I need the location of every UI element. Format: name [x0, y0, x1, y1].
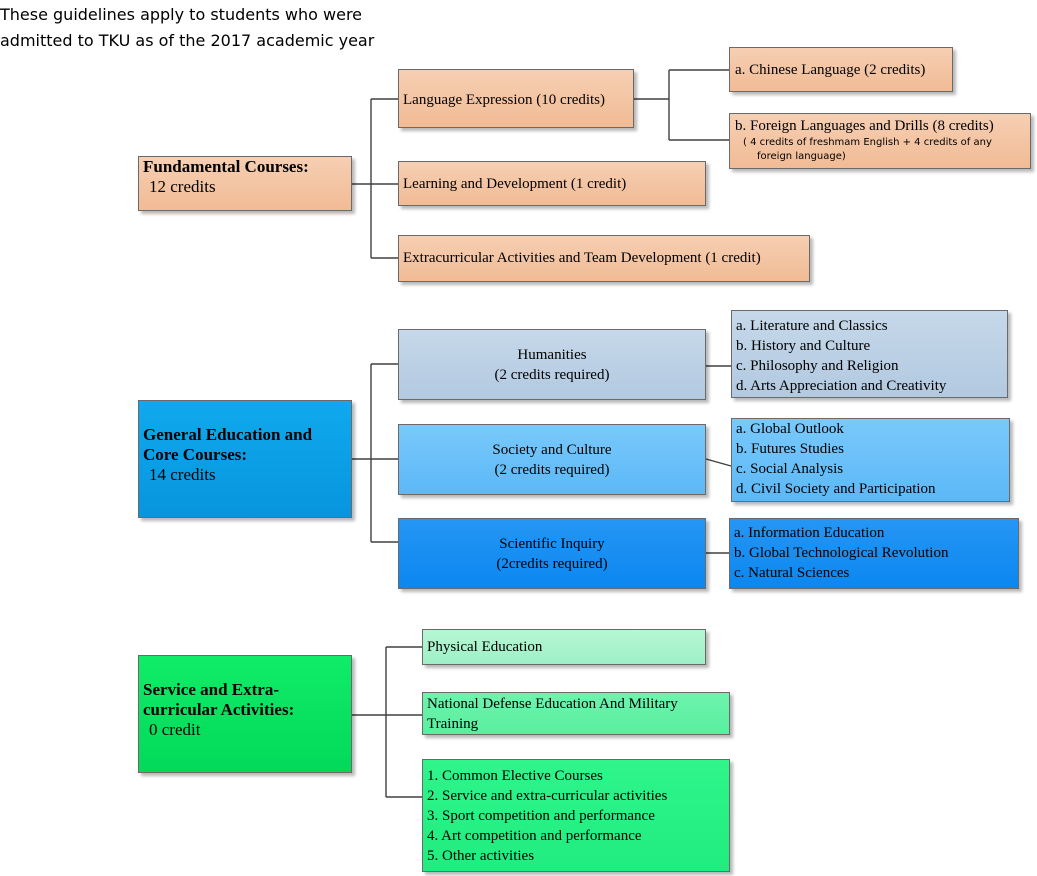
- society-culture-item: a. Global Outlook: [736, 421, 844, 437]
- society-culture-list-box: a. Global Outlook b. Futures Studies c. …: [731, 418, 1010, 502]
- humanities-item: d. Arts Appreciation and Creativity: [736, 378, 947, 394]
- service-activities-credits: 0 credit: [149, 720, 201, 739]
- foreign-languages-note-line1: ( 4 credits of freshmam English + 4 cred…: [743, 137, 992, 148]
- elective-item: 1. Common Elective Courses: [427, 768, 603, 784]
- scientific-inquiry-item: a. Information Education: [734, 525, 885, 541]
- national-defense-box: National Defense Education And Military …: [422, 692, 730, 735]
- service-activities-box: Service and Extra- curricular Activities…: [138, 655, 352, 773]
- humanities-box: Humanities (2 credits required): [398, 329, 706, 400]
- society-culture-item: d. Civil Society and Participation: [736, 481, 936, 497]
- society-culture-box: Society and Culture (2 credits required): [398, 424, 706, 495]
- service-activities-title-line2: curricular Activities:: [143, 700, 295, 719]
- extracurricular-team-label: Extracurricular Activities and Team Deve…: [403, 250, 761, 266]
- national-defense-label-line2: Training: [427, 716, 479, 732]
- elective-item: 5. Other activities: [427, 848, 535, 864]
- language-expression-label: Language Expression (10 credits): [403, 92, 606, 108]
- scientific-inquiry-requirement: (2credits required): [496, 556, 608, 572]
- elective-activities-box: 1. Common Elective Courses 2. Service an…: [422, 759, 730, 872]
- language-expression-box: Language Expression (10 credits): [398, 69, 634, 128]
- guideline-note-line1: These guidelines apply to students who w…: [0, 5, 363, 24]
- humanities-name: Humanities: [517, 347, 587, 363]
- elective-item: 4. Art competition and performance: [427, 828, 642, 844]
- foreign-languages-box: b. Foreign Languages and Drills (8 credi…: [729, 113, 1031, 169]
- foreign-languages-label: b. Foreign Languages and Drills (8 credi…: [735, 118, 994, 134]
- scientific-inquiry-list-box: a. Information Education b. Global Techn…: [729, 518, 1019, 589]
- foreign-languages-note-line2: foreign language): [757, 151, 846, 162]
- general-education-title-line1: General Education and: [143, 425, 313, 444]
- national-defense-label-line1: National Defense Education And Military: [427, 696, 678, 712]
- scientific-inquiry-name: Scientific Inquiry: [499, 536, 605, 552]
- learning-development-label: Learning and Development (1 credit): [403, 176, 627, 192]
- general-education-box: General Education and Core Courses: 14 c…: [138, 400, 352, 518]
- general-education-credits: 14 credits: [149, 465, 216, 484]
- humanities-item: c. Philosophy and Religion: [736, 358, 899, 374]
- society-culture-item: b. Futures Studies: [736, 441, 844, 457]
- fundamental-courses-credits: 12 credits: [149, 177, 216, 196]
- general-education-title-line2: Core Courses:: [143, 445, 248, 464]
- humanities-requirement: (2 credits required): [494, 367, 610, 383]
- humanities-list-box: a. Literature and Classics b. History an…: [731, 310, 1008, 398]
- elective-item: 3. Sport competition and performance: [427, 808, 655, 824]
- society-culture-item: c. Social Analysis: [736, 461, 844, 477]
- physical-education-box: Physical Education: [422, 629, 706, 665]
- chinese-language-box: a. Chinese Language (2 credits): [729, 47, 953, 92]
- service-activities-title-line1: Service and Extra-: [143, 680, 279, 699]
- extracurricular-team-box: Extracurricular Activities and Team Deve…: [398, 235, 810, 282]
- society-culture-name: Society and Culture: [492, 442, 612, 458]
- society-culture-requirement: (2 credits required): [494, 462, 610, 478]
- scientific-inquiry-item: c. Natural Sciences: [734, 565, 850, 581]
- fundamental-courses-box: Fundamental Courses: 12 credits: [138, 156, 352, 211]
- scientific-inquiry-box: Scientific Inquiry (2credits required): [398, 518, 706, 589]
- guideline-note: These guidelines apply to students who w…: [0, 2, 430, 54]
- humanities-item: b. History and Culture: [736, 338, 871, 354]
- guideline-note-line2: admitted to TKU as of the 2017 academic …: [0, 31, 375, 50]
- chinese-language-label: a. Chinese Language (2 credits): [735, 62, 926, 78]
- elective-item: 2. Service and extra-curricular activiti…: [427, 788, 668, 804]
- learning-development-box: Learning and Development (1 credit): [398, 161, 706, 206]
- scientific-inquiry-item: b. Global Technological Revolution: [734, 545, 949, 561]
- humanities-item: a. Literature and Classics: [736, 318, 888, 334]
- fundamental-courses-title: Fundamental Courses:: [143, 157, 309, 176]
- physical-education-label: Physical Education: [427, 639, 543, 655]
